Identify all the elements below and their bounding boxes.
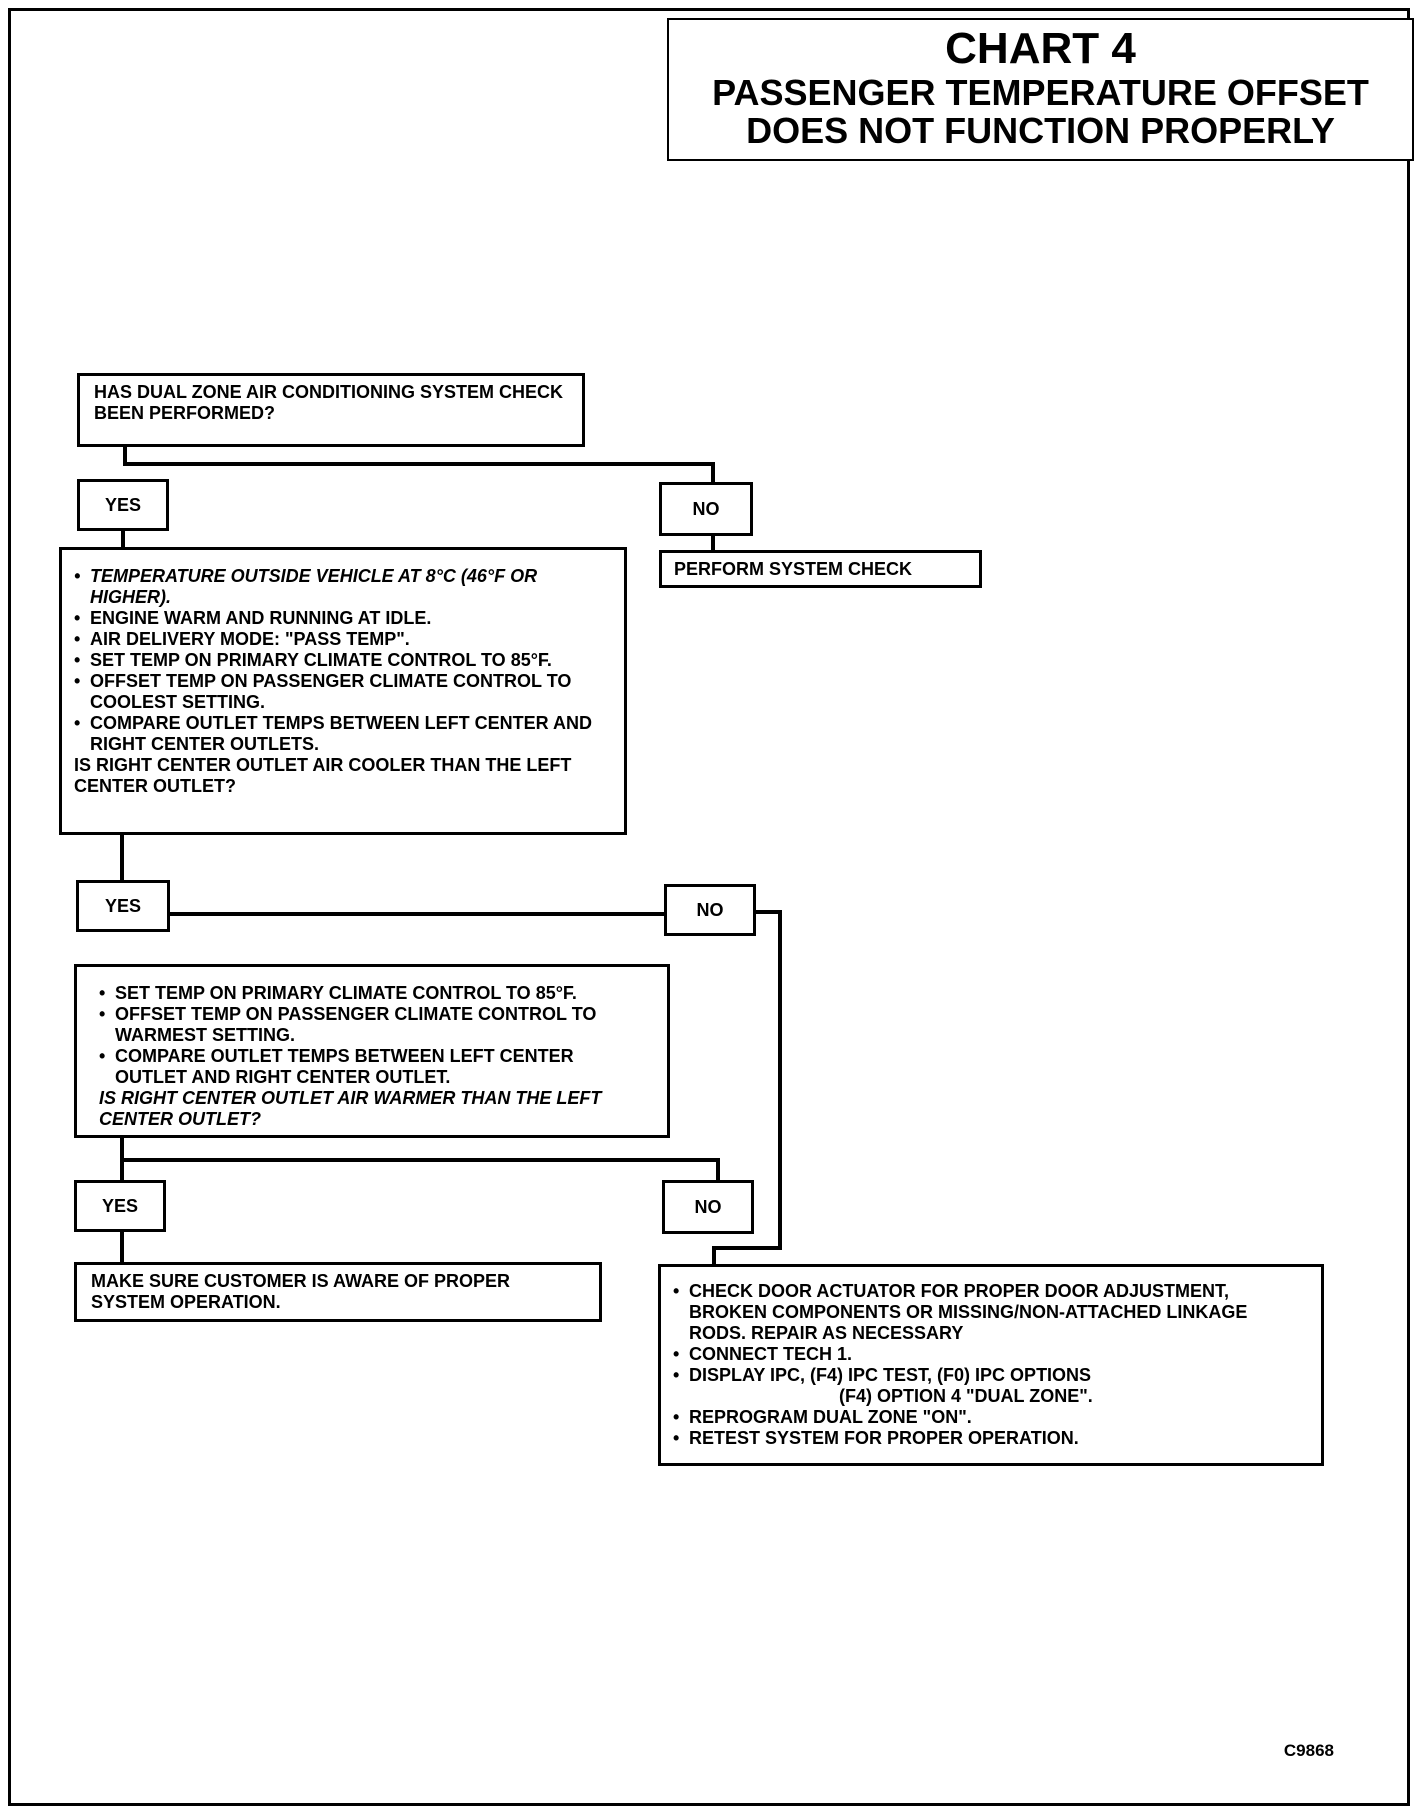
step-text-cont: (F4) OPTION 4 "DUAL ZONE". xyxy=(839,1386,1093,1406)
step-item: AIR DELIVERY MODE: "PASS TEMP". xyxy=(74,629,612,650)
question-warmer-check: SET TEMP ON PRIMARY CLIMATE CONTROL TO 8… xyxy=(74,964,670,1138)
step-item: DISPLAY IPC, (F4) IPC TEST, (F0) IPC OPT… xyxy=(673,1365,1309,1407)
chart-subtitle-line2: DOES NOT FUNCTION PROPERLY xyxy=(746,110,1335,151)
step-item: TEMPERATURE OUTSIDE VEHICLE AT 8°C (46°F… xyxy=(74,566,612,608)
action-text: PERFORM SYSTEM CHECK xyxy=(674,559,913,579)
connector xyxy=(752,910,782,914)
question-cooler-check: TEMPERATURE OUTSIDE VEHICLE AT 8°C (46°F… xyxy=(59,547,627,835)
step-item: SET TEMP ON PRIMARY CLIMATE CONTROL TO 8… xyxy=(74,650,612,671)
page-frame xyxy=(8,8,1410,1806)
connector xyxy=(712,1246,716,1266)
connector xyxy=(711,462,715,482)
chart-title: CHART 4 xyxy=(945,24,1136,73)
step-item: COMPARE OUTLET TEMPS BETWEEN LEFT CENTER… xyxy=(99,1046,645,1088)
connector xyxy=(121,529,125,549)
step-text: DISPLAY IPC, (F4) IPC TEST, (F0) IPC OPT… xyxy=(689,1365,1092,1385)
door-actuator-box: CHECK DOOR ACTUATOR FOR PROPER DOOR ADJU… xyxy=(658,1264,1324,1466)
step-item: SET TEMP ON PRIMARY CLIMATE CONTROL TO 8… xyxy=(99,983,645,1004)
connector xyxy=(711,534,715,552)
chart-subtitle-line1: PASSENGER TEMPERATURE OFFSET xyxy=(712,72,1369,113)
connector xyxy=(778,910,782,1250)
step-item: COMPARE OUTLET TEMPS BETWEEN LEFT CENTER… xyxy=(74,713,612,755)
perform-system-check-box: PERFORM SYSTEM CHECK xyxy=(659,550,982,588)
step-item: CHECK DOOR ACTUATOR FOR PROPER DOOR ADJU… xyxy=(673,1281,1309,1344)
action-text: MAKE SURE CUSTOMER IS AWARE OF PROPER SY… xyxy=(91,1271,511,1312)
question-text: IS RIGHT CENTER OUTLET AIR WARMER THAN T… xyxy=(99,1088,602,1129)
figure-code: C9868 xyxy=(1283,1741,1334,1760)
customer-aware-box: MAKE SURE CUSTOMER IS AWARE OF PROPER SY… xyxy=(74,1262,602,1322)
connector xyxy=(120,1158,720,1162)
connector xyxy=(120,834,124,880)
step-item: ENGINE WARM AND RUNNING AT IDLE. xyxy=(74,608,612,629)
yes-label-3: YES xyxy=(74,1180,166,1232)
step-item: OFFSET TEMP ON PASSENGER CLIMATE CONTROL… xyxy=(74,671,612,713)
question-dual-zone-check: HAS DUAL ZONE AIR CONDITIONING SYSTEM CH… xyxy=(77,373,585,447)
connector xyxy=(712,1246,782,1250)
connector xyxy=(716,1158,720,1180)
step-item: RETEST SYSTEM FOR PROPER OPERATION. xyxy=(673,1428,1309,1449)
no-label-1: NO xyxy=(659,482,753,536)
question-text: HAS DUAL ZONE AIR CONDITIONING SYSTEM CH… xyxy=(94,382,564,423)
connector xyxy=(120,1230,124,1262)
question-text: IS RIGHT CENTER OUTLET AIR COOLER THAN T… xyxy=(74,755,572,796)
yes-label-1: YES xyxy=(77,479,169,531)
step-item: CONNECT TECH 1. xyxy=(673,1344,1309,1365)
no-label-3: NO xyxy=(662,1180,754,1234)
connector xyxy=(166,912,666,916)
step-item: OFFSET TEMP ON PASSENGER CLIMATE CONTROL… xyxy=(99,1004,645,1046)
yes-label-2: YES xyxy=(76,880,170,932)
no-label-2: NO xyxy=(664,884,756,936)
connector xyxy=(123,446,127,466)
connector xyxy=(123,462,715,466)
step-item: REPROGRAM DUAL ZONE "ON". xyxy=(673,1407,1309,1428)
chart-title-box: CHART 4 PASSENGER TEMPERATURE OFFSET DOE… xyxy=(667,18,1414,161)
